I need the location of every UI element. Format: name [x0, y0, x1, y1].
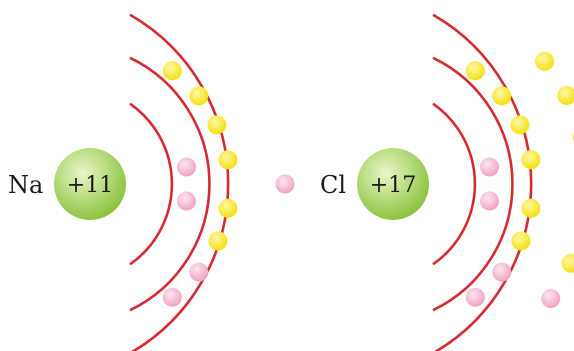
atom-chlorine: Cl +17: [320, 13, 574, 351]
electron-cl-shell2-6: [511, 231, 531, 251]
electron-cl-shell2-5: [521, 198, 541, 218]
electron-cl-shell2-4: [521, 150, 541, 170]
shell-2-cl: [432, 56, 514, 312]
electron-cl-shell2-2: [492, 86, 512, 106]
electron-na-shell2-5: [218, 198, 238, 218]
electron-na-shell1-1: [177, 157, 197, 177]
electron-na-shell2-1: [162, 61, 182, 81]
shell-3-cl: [432, 13, 533, 351]
nucleus-na: [54, 148, 126, 220]
electron-na-shell3-1: [275, 174, 295, 194]
nucleus-charge-cl: +17: [370, 173, 416, 198]
electron-na-shell2-3: [207, 115, 227, 135]
electrons-na: [162, 61, 295, 307]
electrons-cl: [465, 51, 574, 309]
nucleus-charge-na: +11: [67, 173, 113, 198]
electron-cl-shell3-7: [541, 289, 561, 309]
element-symbol-cl: Cl: [320, 171, 346, 199]
electron-cl-shell2-8: [465, 287, 485, 307]
atom-sodium: Na +11: [8, 13, 295, 351]
electron-na-shell2-7: [189, 262, 209, 282]
electron-cl-shell3-1: [535, 51, 555, 71]
electron-cl-shell3-2: [557, 85, 574, 105]
electron-cl-shell3-6: [561, 253, 574, 273]
electron-cl-shell1-2: [480, 191, 500, 211]
shell-1-cl: [432, 102, 477, 266]
shell-3-na: [129, 13, 230, 351]
shell-1-na: [129, 102, 174, 266]
nucleus-cl: [357, 148, 429, 220]
electron-cl-shell2-3: [510, 115, 530, 135]
electron-na-shell2-6: [208, 231, 228, 251]
element-symbol-na: Na: [8, 171, 43, 199]
electron-cl-shell2-7: [492, 262, 512, 282]
electron-cl-shell1-1: [480, 157, 500, 177]
electron-na-shell2-2: [189, 86, 209, 106]
electron-cl-shell2-1: [465, 61, 485, 81]
electron-na-shell2-4: [218, 150, 238, 170]
electron-na-shell1-2: [177, 191, 197, 211]
electron-na-shell2-8: [162, 287, 182, 307]
shell-2-na: [129, 56, 211, 312]
